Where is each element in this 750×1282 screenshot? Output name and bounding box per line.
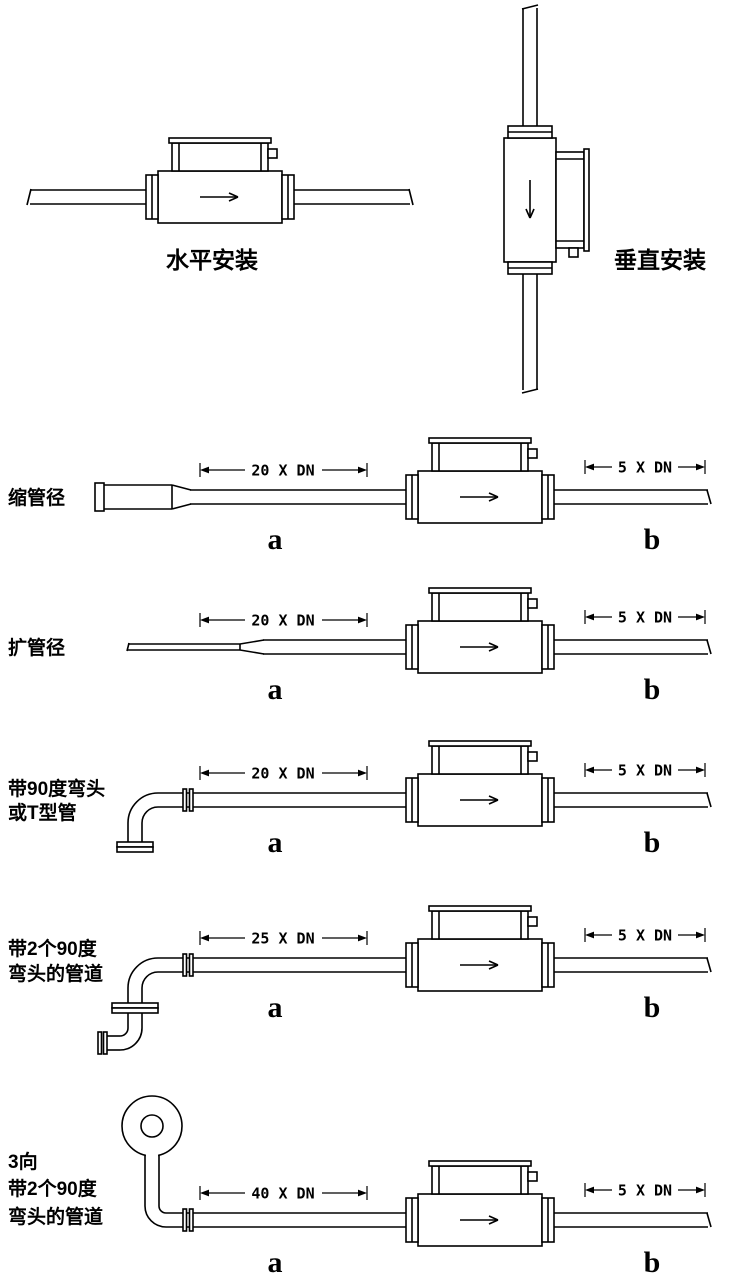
flowmeter <box>503 125 590 275</box>
point-a-label: a <box>268 673 283 706</box>
row-expander-figure: 扩管径 20 X DN 5 X DN <box>8 587 712 706</box>
upstream-pipe <box>190 489 406 505</box>
flowmeter <box>405 1160 555 1247</box>
downstream-dimension-label: 5 X DN <box>618 762 672 780</box>
upstream-dimension <box>199 931 368 945</box>
flowmeter <box>145 137 295 224</box>
downstream-pipe <box>554 639 712 655</box>
row-reducer-figure: 缩管径 20 X DN 5 X DN <box>8 437 712 556</box>
horizontal-installation-label: 水平安装 <box>166 247 258 273</box>
downstream-dimension <box>584 1183 706 1197</box>
point-b-label: b <box>644 523 661 556</box>
downstream-pipe <box>554 489 712 505</box>
row-label-line1: 3向 <box>8 1150 38 1173</box>
upstream-pipe <box>158 957 406 973</box>
downstream-dimension <box>584 460 706 474</box>
inlet-flange <box>182 788 194 812</box>
row-three-plane-elbows-figure: 3向 带2个90度 弯头的管道 <box>8 1095 712 1279</box>
downstream-dimension <box>584 928 706 942</box>
row-label-line2: 带2个90度 <box>8 1177 98 1200</box>
double-elbow-fitting <box>97 957 159 1055</box>
three-plane-elbow-fitting <box>121 1095 183 1228</box>
inlet-flange <box>182 953 194 977</box>
point-b-label: b <box>644 673 661 706</box>
point-b-label: b <box>644 991 661 1024</box>
point-b-label: b <box>644 826 661 859</box>
point-a-label: a <box>268 1246 283 1279</box>
row-label-line2: 弯头的管道 <box>8 962 103 985</box>
upstream-dimension <box>199 463 368 477</box>
row-label-line1: 带90度弯头 <box>8 777 105 800</box>
point-a-label: a <box>268 523 283 556</box>
upstream-dimension <box>199 1186 368 1200</box>
flowmeter <box>405 437 555 524</box>
pipe <box>521 4 539 394</box>
point-b-label: b <box>644 1246 661 1279</box>
row-label-line3: 弯头的管道 <box>8 1205 103 1228</box>
downstream-dimension-label: 5 X DN <box>618 459 672 477</box>
upstream-dimension-label: 40 X DN <box>251 1185 314 1203</box>
downstream-pipe <box>554 792 712 808</box>
upstream-pipe <box>158 792 406 808</box>
flowmeter <box>405 587 555 674</box>
upstream-dimension-label: 20 X DN <box>251 462 314 480</box>
downstream-dimension-label: 5 X DN <box>618 927 672 945</box>
vertical-installation-label: 垂直安装 <box>614 247 706 273</box>
row-label: 缩管径 <box>8 486 65 509</box>
downstream-dimension-label: 5 X DN <box>618 609 672 627</box>
row-label: 扩管径 <box>8 636 65 659</box>
upstream-dimension <box>199 766 368 780</box>
row-two-elbows-figure: 带2个90度 弯头的管道 <box>8 905 712 1055</box>
row-label-line2: 或T型管 <box>8 801 77 824</box>
elbow-fitting <box>116 792 159 853</box>
expander-fitting <box>126 639 265 655</box>
horizontal-installation-figure: 水平安装 <box>26 137 414 273</box>
downstream-pipe <box>554 957 712 973</box>
downstream-dimension <box>584 610 706 624</box>
reducer-fitting <box>94 482 192 512</box>
row-label-line1: 带2个90度 <box>8 937 98 960</box>
point-a-label: a <box>268 991 283 1024</box>
flowmeter <box>405 905 555 992</box>
point-a-label: a <box>268 826 283 859</box>
row-single-elbow-figure: 带90度弯头 或T型管 20 X DN <box>8 740 712 859</box>
vertical-installation-figure: 垂直安装 <box>503 4 706 394</box>
flowmeter <box>405 740 555 827</box>
downstream-pipe <box>554 1212 712 1228</box>
inlet-flange <box>182 1208 194 1232</box>
downstream-dimension-label: 5 X DN <box>618 1182 672 1200</box>
upstream-pipe <box>166 1212 406 1228</box>
upstream-dimension <box>199 613 368 627</box>
upstream-dimension-label: 20 X DN <box>251 765 314 783</box>
pipe <box>26 188 414 206</box>
upstream-dimension-label: 25 X DN <box>251 930 314 948</box>
upstream-pipe <box>263 639 406 655</box>
upstream-dimension-label: 20 X DN <box>251 612 314 630</box>
downstream-dimension <box>584 763 706 777</box>
